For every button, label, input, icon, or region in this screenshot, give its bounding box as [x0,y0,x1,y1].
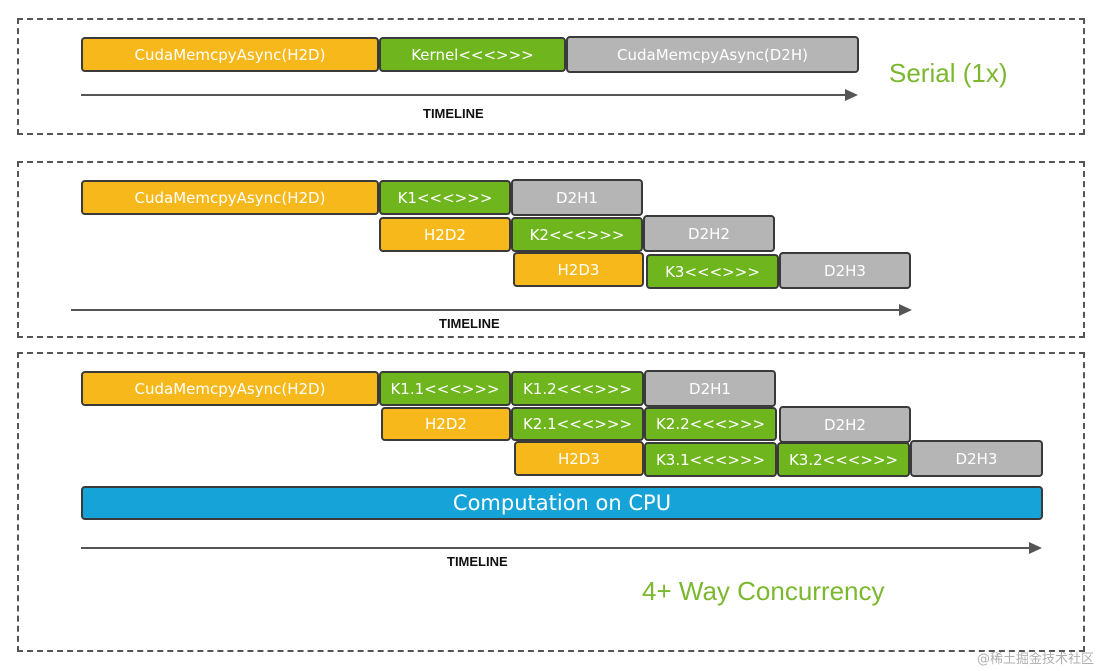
h2d-copy-block: CudaMemcpyAsync(H2D) [81,37,379,72]
staged-timeline-arrowhead [899,304,912,316]
h2d-copy-block-1: CudaMemcpyAsync(H2D) [81,371,379,406]
kernel-2-block: K2<<<>>> [511,217,643,252]
d2h-3-block: D2H3 [779,252,911,289]
staged-timeline-arrow [71,309,901,311]
d2h-3-block: D2H3 [910,440,1043,477]
concurrency-caption: 4+ Way Concurrency [642,576,885,606]
d2h-2-block: D2H2 [643,215,775,252]
kernel-3-2-block: K3.2<<<>>> [777,442,910,477]
watermark: @稀土掘金技术社区 [976,652,1094,667]
serial-timeline-arrowhead [845,89,858,101]
concurrency-timeline-arrowhead [1029,542,1042,554]
serial-timeline-arrow [81,94,847,96]
kernel-2-1-block: K2.1<<<>>> [511,407,644,441]
kernel-3-1-block: K3.1<<<>>> [644,442,777,477]
cpu-computation-bar: Computation on CPU [81,486,1043,520]
serial-timeline-label: TIMELINE [423,106,484,121]
staged-panel [17,161,1085,338]
serial-caption: Serial (1x) [889,58,1008,88]
h2d-2-block: H2D2 [381,407,511,441]
kernel-block: Kernel<<<>>> [379,37,566,72]
kernel-1-block: K1<<<>>> [379,180,511,215]
kernel-1-2-block: K1.2<<<>>> [511,371,644,406]
d2h-2-block: D2H2 [779,406,911,443]
kernel-2-2-block: K2.2<<<>>> [644,407,777,441]
d2h-copy-block: CudaMemcpyAsync(D2H) [566,36,859,73]
d2h-1-block: D2H1 [644,370,776,407]
h2d-2-block: H2D2 [379,217,511,252]
serial-panel [17,18,1085,135]
h2d-3-block: H2D3 [514,441,644,476]
h2d-3-block: H2D3 [513,252,644,287]
concurrency-panel [17,352,1085,652]
staged-timeline-label: TIMELINE [439,316,500,331]
concurrency-timeline-arrow [81,547,1031,549]
concurrency-timeline-label: TIMELINE [447,554,508,569]
kernel-3-block: K3<<<>>> [646,254,779,289]
d2h-1-block: D2H1 [511,179,643,216]
kernel-1-1-block: K1.1<<<>>> [379,371,511,406]
h2d-copy-block-1: CudaMemcpyAsync(H2D) [81,180,379,215]
